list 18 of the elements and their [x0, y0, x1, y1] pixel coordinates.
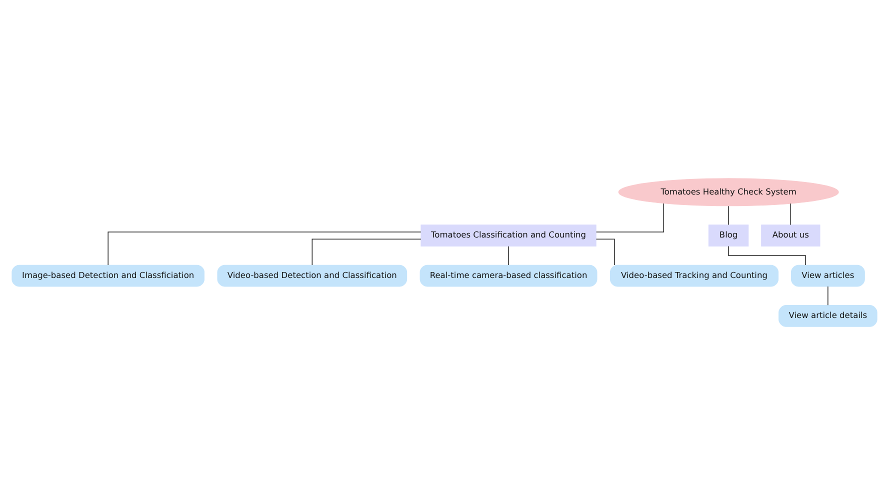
node-box: Video-based Tracking and Counting: [610, 264, 779, 286]
node-ellipse: Tomatoes Healthy Check System: [618, 178, 839, 206]
node-box: Image-based Detection and Classficiation: [12, 264, 204, 286]
connector: [728, 245, 806, 265]
connector: [508, 245, 509, 265]
node-box: View articles: [790, 264, 865, 286]
connector: [790, 202, 792, 225]
node-box: About us: [761, 224, 820, 246]
node-box: Real-time camera-based classification: [420, 264, 598, 286]
connector: [312, 238, 422, 265]
connector: [596, 238, 615, 265]
node-box: Blog: [708, 224, 749, 246]
node-box: View article details: [778, 304, 878, 326]
connector: [108, 231, 422, 265]
node-box: Tomatoes Classification and Counting: [420, 224, 596, 246]
node-box: Video-based Detection and Classification: [217, 264, 408, 286]
connector: [728, 205, 729, 225]
connector: [596, 202, 664, 232]
